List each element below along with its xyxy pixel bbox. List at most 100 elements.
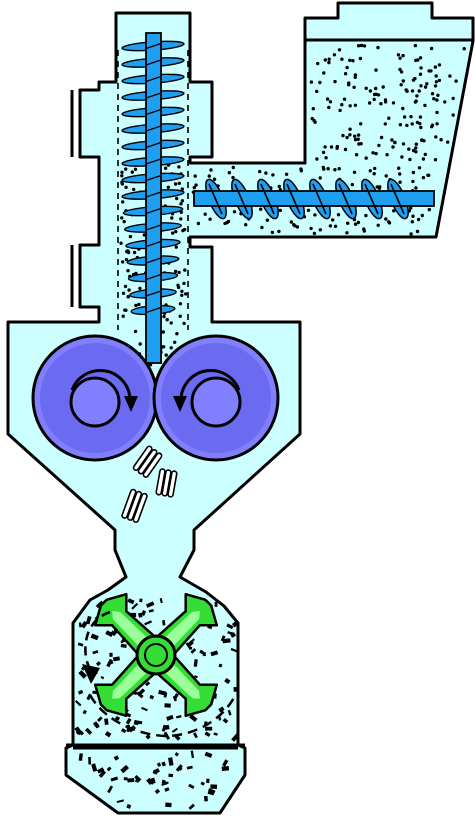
powder-dot — [338, 48, 341, 51]
powder-dot — [431, 92, 434, 95]
powder-dot — [397, 53, 400, 56]
powder-dot — [385, 174, 388, 177]
powder-dot — [443, 100, 446, 103]
powder-dot — [333, 53, 336, 56]
granule — [139, 599, 142, 603]
powder-dot — [357, 44, 360, 47]
powder-dot — [419, 56, 422, 59]
powder-dot — [176, 284, 179, 287]
powder-dot — [123, 220, 126, 223]
powder-dot — [181, 199, 184, 202]
powder-dot — [120, 171, 123, 174]
powder-dot — [330, 145, 333, 148]
powder-dot — [373, 93, 376, 96]
powder-dot — [326, 167, 329, 170]
powder-dot — [373, 172, 376, 175]
powder-dot — [179, 217, 182, 220]
powder-dot — [134, 304, 137, 307]
powder-dot — [327, 106, 330, 109]
powder-dot — [384, 122, 387, 125]
powder-dot — [374, 152, 377, 155]
powder-dot — [452, 97, 455, 100]
powder-dot — [436, 94, 439, 97]
powder-dot — [183, 268, 186, 271]
powder-dot — [351, 59, 354, 62]
powder-dot — [340, 58, 343, 61]
powder-dot — [177, 165, 180, 168]
powder-dot — [385, 153, 388, 156]
powder-dot — [369, 169, 372, 172]
powder-dot — [391, 145, 394, 148]
powder-dot — [178, 182, 181, 185]
powder-dot — [271, 173, 274, 176]
powder-dot — [429, 69, 432, 72]
powder-dot — [279, 209, 282, 212]
granule — [88, 757, 91, 764]
powder-dot — [344, 72, 347, 75]
powder-dot — [337, 213, 340, 216]
powder-dot — [322, 166, 325, 169]
powder-dot — [121, 200, 124, 203]
powder-dot — [338, 167, 341, 170]
powder-dot — [315, 157, 318, 160]
powder-dot — [418, 166, 421, 169]
powder-dot — [208, 218, 211, 221]
powder-dot — [197, 222, 200, 225]
powder-dot — [315, 90, 318, 93]
powder-dot — [387, 117, 390, 120]
powder-dot — [164, 167, 167, 170]
powder-dot — [400, 155, 403, 158]
powder-dot — [166, 318, 169, 321]
powder-dot — [359, 122, 362, 125]
powder-dot — [122, 315, 125, 318]
powder-dot — [421, 214, 424, 217]
powder-dot — [260, 226, 263, 229]
powder-dot — [324, 58, 327, 61]
powder-dot — [183, 228, 186, 231]
powder-dot — [327, 61, 330, 64]
powder-dot — [393, 141, 396, 144]
powder-dot — [175, 245, 178, 248]
powder-dot — [398, 57, 401, 60]
powder-dot — [313, 121, 316, 124]
powder-dot — [422, 157, 425, 160]
powder-dot — [137, 303, 140, 306]
powder-dot — [313, 232, 316, 235]
powder-dot — [435, 80, 438, 83]
granule — [205, 727, 212, 731]
powder-dot — [277, 230, 280, 233]
powder-dot — [296, 225, 299, 228]
powder-dot — [403, 115, 406, 118]
powder-dot — [133, 251, 136, 254]
powder-dot — [313, 213, 316, 216]
granule — [204, 796, 208, 802]
powder-dot — [170, 346, 173, 349]
powder-dot — [363, 44, 366, 47]
powder-dot — [271, 231, 274, 234]
powder-dot — [379, 102, 382, 105]
granule — [222, 766, 229, 771]
powder-dot — [434, 65, 437, 68]
powder-dot — [418, 122, 421, 125]
powder-dot — [227, 220, 230, 223]
powder-dot — [415, 143, 418, 146]
powder-dot — [333, 80, 336, 83]
powder-dot — [309, 227, 312, 230]
powder-dot — [431, 124, 434, 127]
powder-dot — [344, 148, 347, 151]
powder-dot — [411, 122, 414, 125]
powder-dot — [405, 90, 408, 93]
powder-dot — [411, 215, 414, 218]
powder-dot — [162, 315, 165, 318]
powder-dot — [416, 230, 419, 233]
powder-dot — [377, 144, 380, 147]
powder-dot — [312, 107, 315, 110]
powder-dot — [232, 166, 235, 169]
powder-dot — [341, 134, 344, 137]
powder-dot — [415, 94, 418, 97]
powder-dot — [335, 147, 338, 150]
powder-dot — [182, 322, 185, 325]
powder-dot — [414, 59, 417, 62]
powder-dot — [310, 80, 313, 83]
